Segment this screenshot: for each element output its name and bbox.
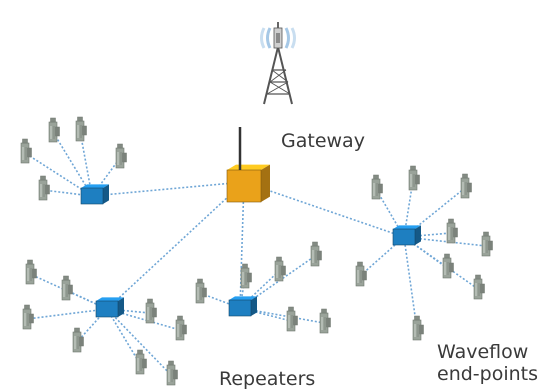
water-meter-icon xyxy=(20,138,32,164)
gateway-repeater-link xyxy=(91,181,245,197)
repeaters-label: Repeaters xyxy=(219,368,316,390)
water-meter-icon xyxy=(72,327,84,353)
repeater-endpoint-link xyxy=(106,308,172,376)
water-meter-icon xyxy=(310,241,322,267)
water-meter-icon xyxy=(371,174,383,200)
repeater-endpoint-link xyxy=(403,236,479,290)
water-meter-icon xyxy=(195,278,207,304)
water-meter-icon xyxy=(481,231,493,257)
repeater-box-icon xyxy=(80,184,109,205)
devices xyxy=(20,116,493,386)
radio-tower-icon xyxy=(260,22,296,105)
water-meter-icon xyxy=(135,349,147,375)
gateway-box-icon xyxy=(226,127,270,203)
gateway-repeater-link xyxy=(239,181,245,309)
water-meter-icon xyxy=(48,117,60,143)
water-meter-icon xyxy=(408,165,420,191)
water-meter-icon xyxy=(25,259,37,285)
gateway-repeater-link xyxy=(106,181,245,310)
endpoints-label-line1: Waveflow xyxy=(437,341,529,363)
water-meter-icon xyxy=(274,256,286,282)
repeater-endpoint-link xyxy=(106,308,141,365)
water-meter-icon xyxy=(22,304,34,330)
repeater-box-icon xyxy=(392,225,421,246)
repeater-endpoint-link xyxy=(199,292,241,309)
repeater-box-icon xyxy=(95,297,124,318)
water-meter-icon xyxy=(166,360,178,386)
repeater-endpoint-link xyxy=(239,255,316,309)
gateway-label: Gateway xyxy=(281,130,365,152)
repeater-endpoint-link xyxy=(76,308,108,343)
repeater-endpoint-link xyxy=(65,289,108,310)
repeater-endpoint-link xyxy=(106,308,151,314)
water-meter-icon xyxy=(446,218,458,244)
repeater-box-icon xyxy=(228,296,257,317)
water-meter-icon xyxy=(240,263,252,289)
water-meter-icon xyxy=(460,173,472,199)
water-meter-icon xyxy=(473,274,485,300)
water-meter-icon xyxy=(75,116,87,142)
gateway-repeater-link xyxy=(243,181,405,238)
water-meter-icon xyxy=(286,306,298,332)
repeater-endpoint-link xyxy=(26,308,108,320)
water-meter-icon xyxy=(355,261,367,287)
endpoints-label-line2: end-points xyxy=(437,363,539,385)
water-meter-icon xyxy=(175,315,187,341)
repeater-endpoint-link xyxy=(79,130,93,197)
water-meter-icon xyxy=(115,143,127,169)
water-meter-icon xyxy=(38,175,50,201)
water-meter-icon xyxy=(412,315,424,341)
water-meter-icon xyxy=(61,275,73,301)
water-meter-icon xyxy=(145,298,157,324)
water-meter-icon xyxy=(319,308,331,334)
water-meter-icon xyxy=(442,253,454,279)
